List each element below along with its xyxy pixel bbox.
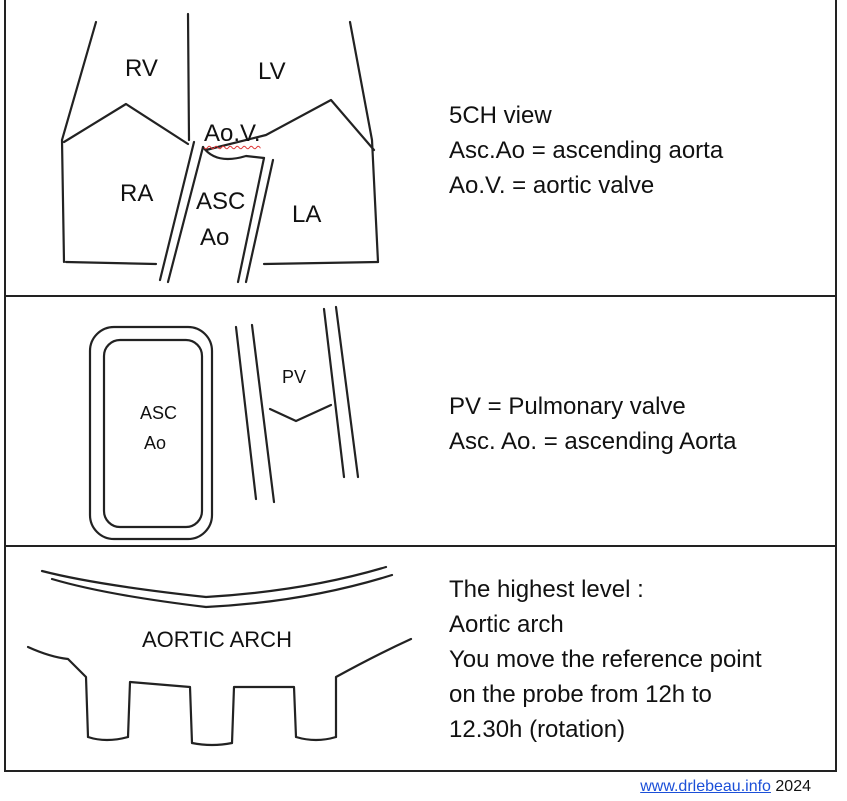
caption-line: 5CH view: [449, 102, 552, 129]
caption-line: PV = Pulmonary valve: [449, 393, 686, 420]
caption-arch: The highest level : Aortic arch You move…: [449, 572, 762, 747]
asc-label-line1: ASC: [140, 403, 178, 423]
ra-label: RA: [120, 180, 154, 207]
aortic-arch-label: AORTIC ARCH: [142, 627, 292, 652]
aortic-arch-sketch: [26, 565, 413, 747]
asc-label-line2: Ao: [144, 433, 167, 453]
asc-label-line1: ASC: [196, 188, 246, 215]
la-label: LA: [292, 201, 322, 228]
caption-line: The highest level :: [449, 576, 644, 603]
caption-pv: PV = Pulmonary valve Asc. Ao. = ascendin…: [449, 389, 737, 459]
caption-line: You move the reference point: [449, 646, 762, 673]
aortic-valve-label: Ao.V.: [204, 120, 261, 148]
footer-credit: www.drlebeau.info 2024: [640, 778, 811, 796]
aov-text: Ao.V.: [204, 120, 261, 147]
rv-label: RV: [125, 55, 158, 82]
panel-aortic-arch: AORTIC ARCH The highest level : Aortic a…: [4, 545, 837, 772]
caption-line: Ao.V. = aortic valve: [449, 172, 655, 199]
ascending-aorta-sketch: [88, 305, 360, 541]
caption-5ch: 5CH view Asc.Ao = ascending aorta Ao.V. …: [449, 98, 723, 203]
asc-label-line2: Ao: [200, 224, 230, 251]
pv-label: PV: [282, 367, 307, 387]
lv-label: LV: [258, 58, 286, 85]
caption-line: Asc.Ao = ascending aorta: [449, 137, 724, 164]
five-chamber-sketch: [60, 12, 380, 284]
caption-line: Aortic arch: [449, 611, 564, 638]
panel-pulmonary-valve: ASC Ao PV PV = Pulmonary valve Asc. Ao. …: [4, 295, 837, 547]
caption-line: 12.30h (rotation): [449, 716, 626, 743]
website-link[interactable]: www.drlebeau.info: [640, 778, 771, 795]
caption-line: on the probe from 12h to: [449, 681, 712, 708]
panel-5ch-view: RV LV Ao.V. RA ASC Ao LA 5CH view Asc.Ao…: [4, 0, 837, 297]
footer-year: 2024: [775, 778, 811, 795]
caption-line: Asc. Ao. = ascending Aorta: [449, 428, 737, 455]
